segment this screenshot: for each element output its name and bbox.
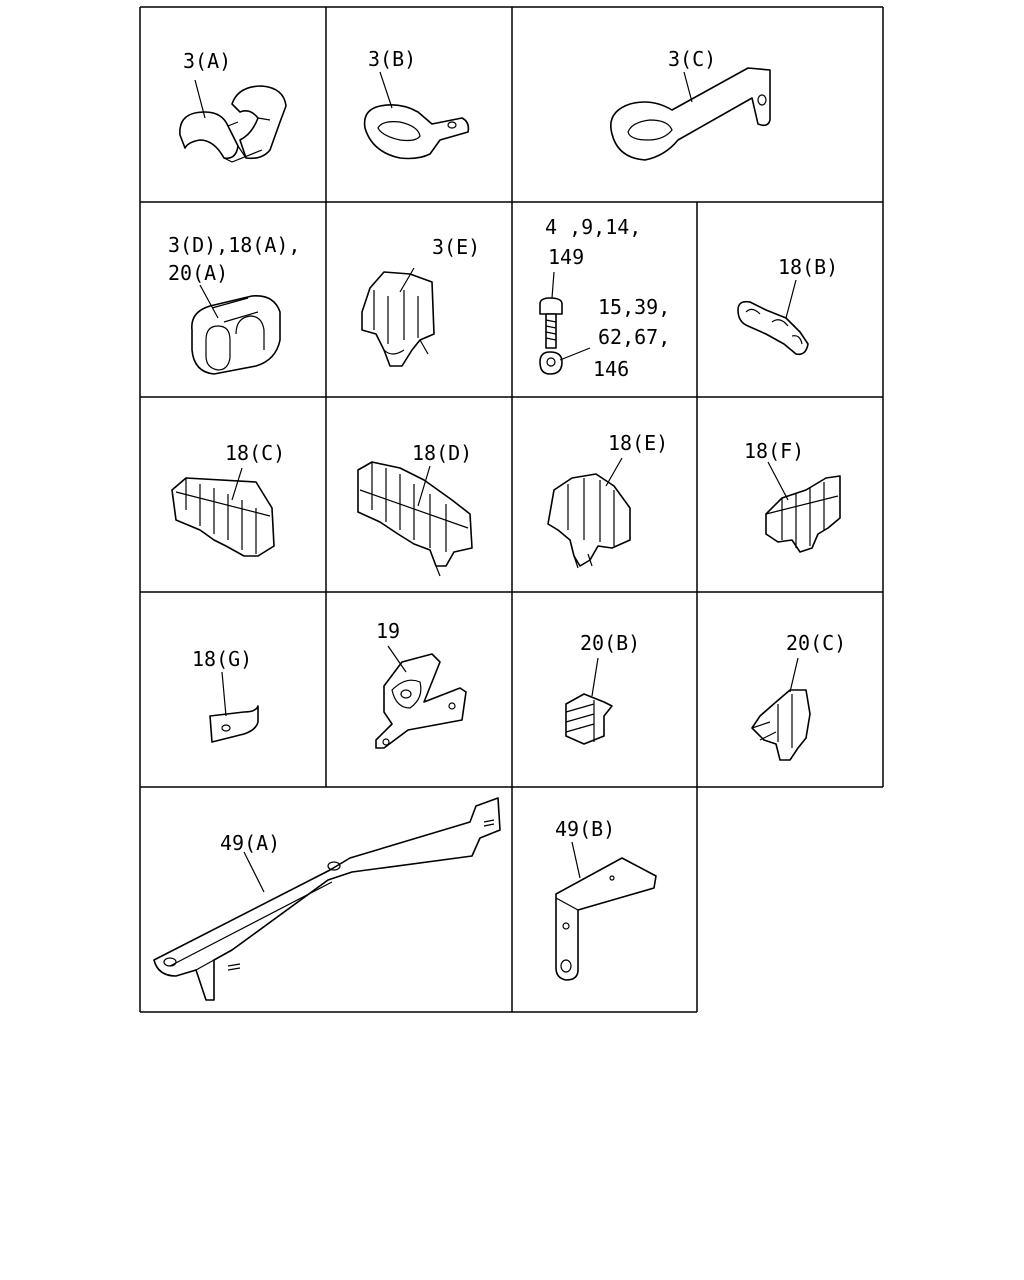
- label-3b: 3(B): [368, 47, 416, 71]
- part-3a-clamp: 3(A): [179, 49, 287, 163]
- part-18b-clip: 18(B): [737, 255, 838, 356]
- label-49a: 49(A): [220, 831, 280, 855]
- label-20c: 20(C): [786, 631, 846, 655]
- part-18c-clip: 18(C): [171, 441, 285, 557]
- label-nut-line3: 146: [593, 357, 629, 381]
- label-3c: 3(C): [668, 47, 716, 71]
- part-18f-clip: 18(F): [744, 439, 841, 553]
- label-18b: 18(B): [778, 255, 838, 279]
- label-19: 19: [376, 619, 400, 643]
- part-18e-clip: 18(E): [547, 431, 668, 569]
- label-18g: 18(G): [192, 647, 252, 671]
- label-bolt-line1: 4 ,9,14,: [545, 215, 641, 239]
- label-nut-line2: 62,67,: [598, 325, 670, 349]
- label-3d-line2: 20(A): [168, 261, 228, 285]
- part-20c-clip: 20(C): [751, 631, 846, 761]
- part-3d-clip: 3(D),18(A), 20(A): [168, 233, 300, 375]
- label-bolt-line2: 149: [548, 245, 584, 269]
- cell-grid: [139, 6, 884, 1013]
- label-nut-line1: 15,39,: [598, 295, 670, 319]
- part-3e-clip: 3(E): [361, 235, 480, 367]
- label-18e: 18(E): [608, 431, 668, 455]
- part-bolt-and-nut: 4 ,9,14, 149 15,39, 62,67, 146: [539, 215, 670, 381]
- part-18g-plate: 18(G): [192, 647, 259, 743]
- label-49b: 49(B): [555, 817, 615, 841]
- part-18d-clip: 18(D): [357, 441, 473, 577]
- label-3e: 3(E): [432, 235, 480, 259]
- label-3a: 3(A): [183, 49, 231, 73]
- part-49a-bracket: 49(A): [153, 797, 501, 1001]
- part-49b-bracket: 49(B): [555, 817, 657, 981]
- label-18f: 18(F): [744, 439, 804, 463]
- label-18c: 18(C): [225, 441, 285, 465]
- part-19-bracket: 19: [375, 619, 467, 749]
- part-3b-clamp: 3(B): [363, 47, 470, 160]
- label-18d: 18(D): [412, 441, 472, 465]
- part-20b-clip: 20(B): [565, 631, 640, 745]
- label-20b: 20(B): [580, 631, 640, 655]
- label-3d-line1: 3(D),18(A),: [168, 233, 300, 257]
- part-3c-bracket: 3(C): [610, 47, 771, 161]
